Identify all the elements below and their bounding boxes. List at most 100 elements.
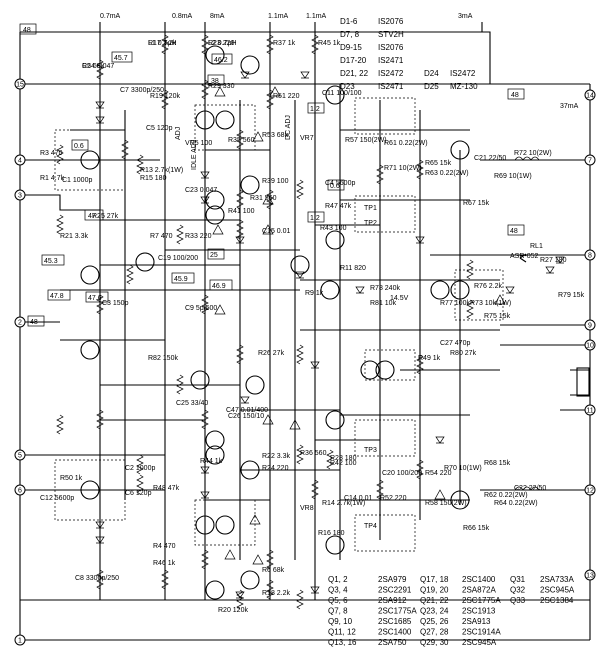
- transistor-symbol: [450, 280, 470, 300]
- component-label: R29 330: [208, 83, 235, 90]
- transistor-symbol: [320, 280, 340, 300]
- component-label: R58 150(2W): [425, 500, 467, 507]
- node-voltage-labels: 48 48 38 45.7 46.2 0.6 47 1.2 0.6 1.2 45…: [19, 23, 525, 327]
- component-label: R78 240k: [370, 285, 400, 292]
- diode-symbol: [235, 236, 245, 244]
- component-label: L2 0.7μH: [208, 40, 237, 47]
- component-label: R35 560: [228, 137, 255, 144]
- legend-part: 2SC945A: [540, 586, 575, 595]
- legend-ref: D23: [340, 82, 355, 91]
- node-voltage-label: 46.2: [214, 57, 228, 64]
- component-label: R52 220: [380, 495, 407, 502]
- component-label: R53 68k: [262, 132, 289, 139]
- component-label: R82 150k: [148, 355, 178, 362]
- zener-voltage-label: 14.5V: [390, 295, 409, 302]
- relay-label: RL1: [530, 243, 543, 250]
- component-label: C8 3300p/250: [75, 575, 119, 582]
- legend-part: 2SA750: [378, 638, 407, 647]
- component-label: C11 100/100: [322, 90, 362, 97]
- resistor-symbol: [121, 139, 129, 160]
- legend-part: 2SC1384: [540, 596, 574, 605]
- resistor-symbol: [266, 34, 274, 55]
- misc-labels: ADJ IDLE ADJ DC ADJ VR7 VR8 RL1 ASR-052 …: [175, 115, 543, 512]
- idle-adj-label: IDLE ADJ: [191, 140, 198, 170]
- component-label: R51 220: [273, 93, 300, 100]
- component-label: C47 0.01/400: [226, 407, 268, 414]
- svg-text:5: 5: [18, 453, 22, 460]
- resistor-symbol: [161, 569, 169, 590]
- component-label: R62 0.22(2W): [484, 492, 528, 499]
- resistor-symbol: [136, 454, 144, 475]
- node-voltage-label: 47.8: [50, 293, 64, 300]
- node-voltage-label: 45.9: [174, 276, 188, 283]
- warning-triangle-icon: [289, 419, 301, 430]
- terminal: 4: [14, 154, 26, 166]
- terminal: 15: [14, 78, 26, 90]
- legend-ref: Q25, 26: [420, 617, 449, 626]
- warning-triangle-icon: [434, 489, 446, 500]
- component-label: C19 100/200: [158, 255, 198, 262]
- legend-ref: D21, 22: [340, 69, 369, 78]
- component-label: R5 68k: [82, 63, 105, 70]
- warning-triangle-icon: [214, 86, 226, 97]
- terminal: 6: [14, 484, 26, 496]
- transistor-symbol: [325, 85, 345, 105]
- svg-text:4: 4: [18, 158, 22, 165]
- node-voltage-label: 0.6: [74, 143, 84, 150]
- transistor-symbol: [430, 280, 450, 300]
- resistor-symbol: [56, 414, 64, 435]
- transistor-symbol: [205, 190, 225, 210]
- resistor-symbol: [161, 34, 169, 55]
- component-label: R27 180: [540, 257, 567, 264]
- resistor-symbol: [236, 589, 244, 610]
- rail-voltage-label: 48: [23, 27, 31, 34]
- plate-labels: TP1 TP2 TP3 TP4: [364, 205, 377, 530]
- legend-part: 2SC1400: [462, 575, 496, 584]
- warning-triangle-icon: [262, 414, 274, 425]
- component-label: R42 100: [330, 460, 357, 467]
- svg-text:12: 12: [586, 488, 594, 495]
- transistor-symbol: [205, 430, 225, 450]
- component-label: R22 3.3k: [262, 453, 291, 460]
- diode-symbol: [240, 396, 250, 404]
- legend-part: 2SC1685: [378, 617, 412, 626]
- node-voltage-label: 47: [88, 213, 96, 220]
- legend-ref: Q17, 18: [420, 575, 449, 584]
- component-label: R16 180: [318, 530, 345, 537]
- resistor-symbol: [201, 34, 209, 55]
- component-label: R1 4.7k: [40, 175, 65, 182]
- component-label: C12 5600p: [40, 495, 74, 502]
- legend-ref: Q32: [510, 586, 526, 595]
- node-voltage-label: 45.3: [44, 258, 58, 265]
- svg-text:3: 3: [18, 193, 22, 200]
- component-label: R20 120k: [218, 607, 248, 614]
- component-label: R43 100: [320, 225, 347, 232]
- transistor-symbol: [215, 110, 235, 130]
- terminal: 8: [584, 249, 596, 261]
- resistor-symbol: [236, 344, 244, 365]
- svg-text:6: 6: [18, 488, 22, 495]
- component-label: R25 27k: [92, 213, 119, 220]
- legend-part: 2SA979: [378, 575, 407, 584]
- component-label: R6 68k: [262, 567, 285, 574]
- svg-text:2: 2: [18, 320, 22, 327]
- legend-ref: Q21, 22: [420, 596, 449, 605]
- component-label: R24 220: [262, 465, 289, 472]
- resistor-symbol: [266, 189, 274, 210]
- resistor-symbol: [96, 409, 104, 430]
- resistor-symbol: [201, 294, 209, 315]
- transistor-symbol: [215, 515, 235, 535]
- diode-symbol: [555, 256, 565, 264]
- legend-ref: Q31: [510, 575, 526, 584]
- plate-label: TP2: [364, 220, 377, 227]
- relay-part-label: ASR-052: [510, 253, 539, 260]
- svg-text:11: 11: [586, 408, 593, 415]
- resistor-symbols: [56, 34, 474, 610]
- component-label: R31 560: [250, 195, 277, 202]
- legend-ref: Q19, 20: [420, 586, 449, 595]
- svg-text:13: 13: [586, 573, 594, 580]
- transistor-symbol: [325, 230, 345, 250]
- component-label: C1 1000p: [62, 177, 92, 184]
